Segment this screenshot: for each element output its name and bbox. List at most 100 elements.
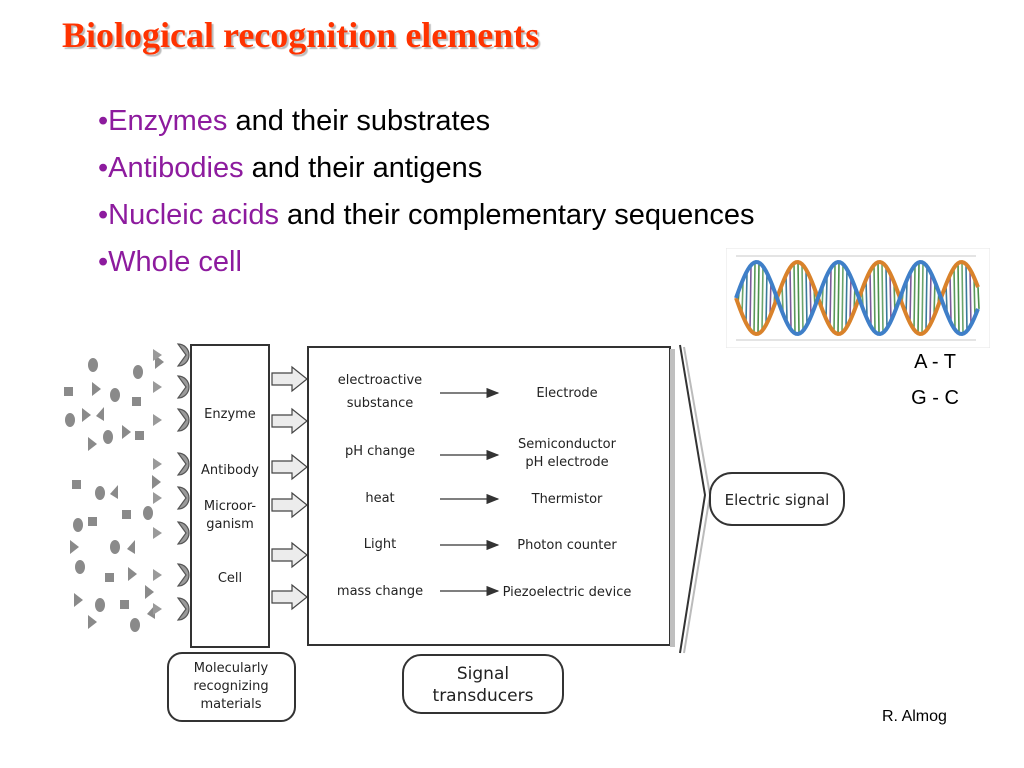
dna-base-pair — [845, 267, 848, 329]
label-cell: Cell — [218, 571, 242, 586]
dna-base-pair — [749, 266, 752, 330]
dna-base-pair — [881, 262, 884, 334]
dna-base-pair — [953, 267, 956, 329]
dna-base-pair — [905, 282, 908, 314]
block-arrow — [271, 407, 308, 435]
bullet-item: •Antibodies and their antigens — [98, 145, 755, 192]
input-electroactive-1: electroactive — [338, 373, 422, 388]
receptor-cup — [176, 452, 190, 476]
dna-base-pair — [969, 269, 972, 327]
output-chevron — [679, 344, 707, 654]
device-electrode: Electrode — [536, 386, 597, 401]
block-arrow — [271, 583, 308, 611]
block-arrow — [271, 541, 308, 569]
block-arrow — [271, 491, 308, 519]
dna-base-pair — [793, 263, 796, 333]
dna-base-pair — [865, 279, 868, 317]
dna-base-pair — [785, 275, 788, 321]
receptor-marker — [153, 414, 162, 426]
receptor-marker — [153, 349, 162, 361]
dna-base-pair — [741, 282, 744, 314]
input-heat: heat — [365, 491, 394, 506]
biosensor-diagram: Enzyme Antibody Microor- ganism Cell ele… — [64, 343, 845, 722]
device-photon-counter: Photon counter — [517, 538, 617, 553]
dna-base-pair — [837, 262, 840, 334]
dna-base-pair — [965, 264, 968, 332]
bullet-highlight: Enzymes — [108, 105, 228, 137]
bullet-highlight: Nucleic acids — [108, 199, 279, 231]
bullet-highlight: Whole cell — [108, 246, 242, 278]
base-pair-gc: G - C — [911, 387, 959, 409]
caption-left-1: Molecularly — [194, 661, 269, 676]
dna-base-pair — [841, 263, 844, 333]
dna-base-pair — [757, 262, 760, 334]
bullet-marker: • — [98, 199, 109, 231]
dna-base-pair — [961, 262, 964, 334]
bullet-marker: • — [98, 152, 109, 184]
recognition-box — [190, 344, 270, 648]
dna-base-pair — [825, 277, 828, 319]
dna-base-pair — [753, 262, 756, 334]
dna-base-pair — [801, 264, 804, 332]
caption-box-left — [167, 652, 296, 722]
transducer-box — [307, 346, 671, 646]
dna-base-pair — [789, 267, 792, 329]
author-credit: R. Almog — [882, 708, 947, 725]
receptor-marker — [153, 527, 162, 539]
dna-helix-image — [726, 248, 990, 348]
electric-signal-label: Electric signal — [725, 491, 830, 509]
bullet-item: •Nucleic acids and their complementary s… — [98, 192, 755, 239]
block-arrow — [271, 453, 308, 481]
bullet-list: •Enzymes and their substrates •Antibodie… — [98, 98, 755, 286]
dna-base-pair — [957, 263, 960, 333]
bullet-text: and their complementary sequences — [279, 199, 755, 231]
dna-base-pair — [833, 264, 836, 332]
receptor-marker — [153, 603, 162, 615]
signal-flow-arrows — [271, 365, 308, 611]
receptor-cup — [176, 408, 190, 432]
analyte-particles — [64, 355, 164, 632]
dna-base-pair — [765, 271, 768, 325]
electric-signal-box — [709, 472, 845, 526]
dna-base-pair — [949, 275, 952, 321]
block-arrow — [271, 365, 308, 393]
dna-base-pair — [917, 262, 920, 334]
receptor-cup — [176, 521, 190, 545]
bullet-highlight: Antibodies — [108, 152, 244, 184]
dna-base-pair — [925, 265, 928, 331]
dna-base-pair — [869, 271, 872, 325]
dna-base-pair — [929, 271, 932, 325]
dna-base-pair — [921, 262, 924, 334]
slide-title: Biological recognition elements — [62, 15, 540, 55]
receptor-cup — [176, 486, 190, 510]
bullet-text: and their substrates — [227, 105, 491, 137]
dna-base-pair — [873, 265, 876, 331]
receptor-marker — [153, 381, 162, 393]
caption-left-3: materials — [200, 697, 261, 712]
label-microorganism-2: ganism — [206, 517, 254, 532]
bullet-item: •Enzymes and their substrates — [98, 98, 755, 145]
receptor-cup — [176, 343, 190, 367]
receptor-cup — [176, 597, 190, 621]
input-light: Light — [364, 537, 396, 552]
transduction-arrows — [440, 387, 500, 597]
caption-left-2: recognizing — [193, 679, 268, 694]
dna-base-pair — [885, 266, 888, 330]
label-antibody: Antibody — [201, 463, 259, 478]
dna-base-pair — [805, 269, 808, 327]
caption-mid-1: Signal — [457, 664, 509, 684]
dna-base-pair — [797, 262, 800, 334]
receptor-sites — [153, 343, 190, 621]
bullet-marker: • — [98, 105, 109, 137]
dna-base-pair — [745, 273, 748, 323]
device-piezoelectric: Piezoelectric device — [503, 585, 632, 600]
dna-base-pair — [877, 262, 880, 334]
label-microorganism-1: Microor- — [204, 499, 256, 514]
device-semiconductor-1: Semiconductor — [518, 437, 617, 452]
label-enzyme: Enzyme — [204, 407, 256, 422]
receptor-cup — [176, 563, 190, 587]
dna-base-pair — [913, 266, 916, 330]
caption-box-mid — [402, 654, 564, 714]
receptor-marker — [153, 492, 162, 504]
caption-mid-2: transducers — [433, 686, 534, 706]
